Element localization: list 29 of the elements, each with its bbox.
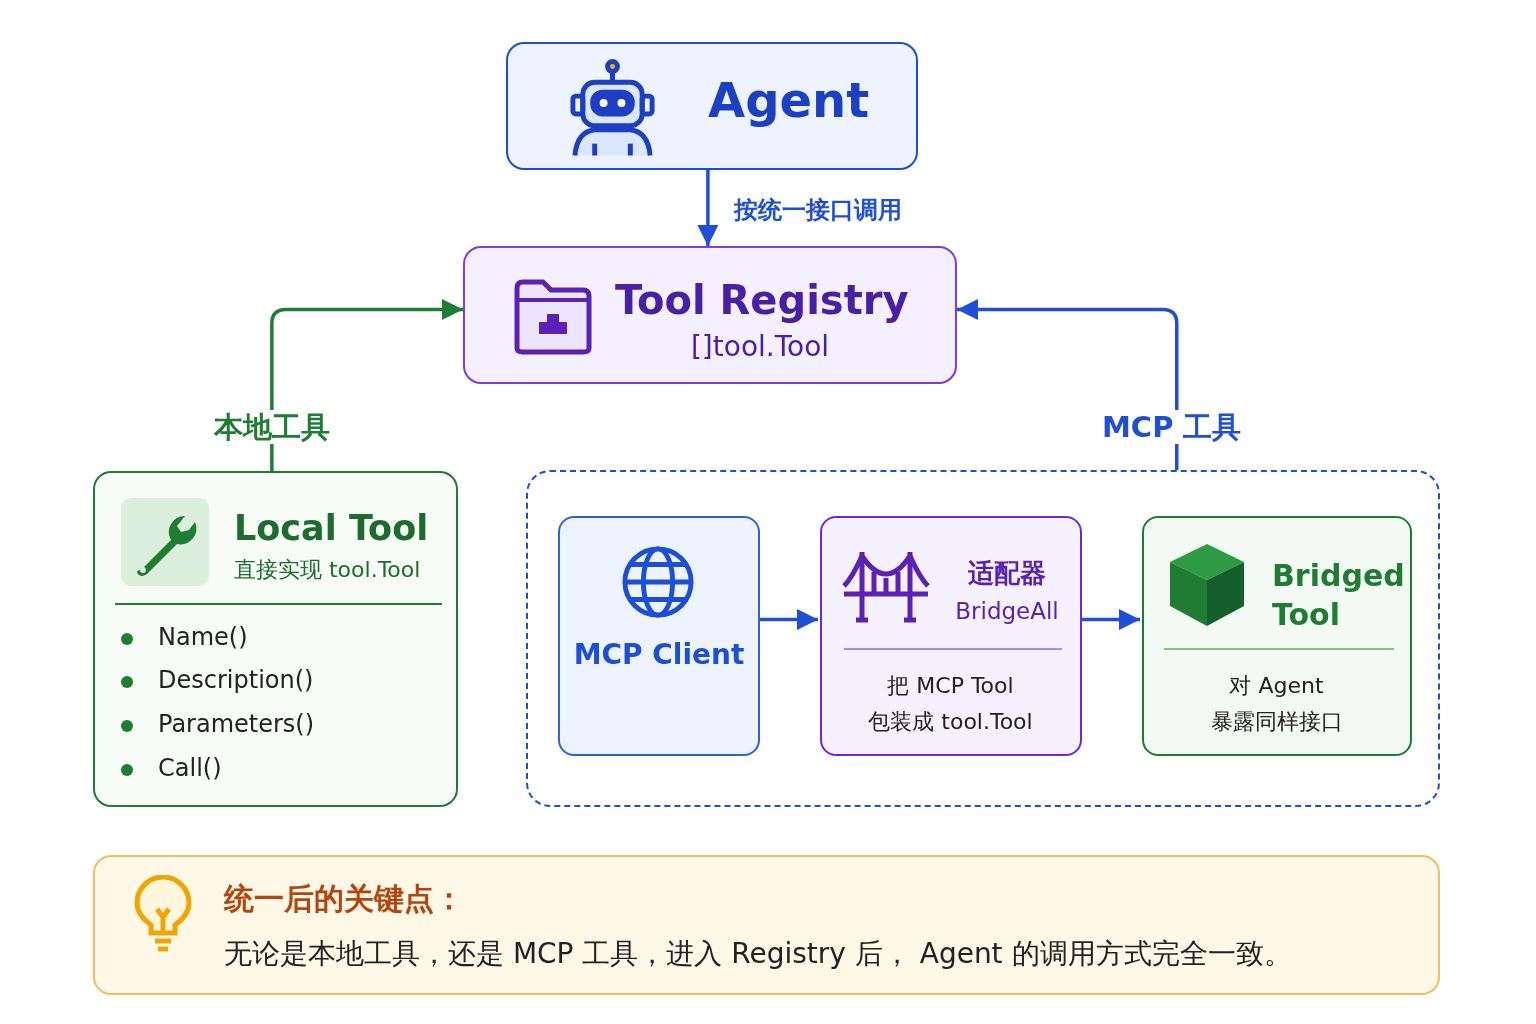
method-name: Name() — [158, 623, 248, 652]
box-subtitle: []tool.Tool — [689, 330, 831, 364]
box-subtitle: BridgeAll — [954, 598, 1060, 626]
tool-card — [1142, 516, 1412, 756]
arrow — [270, 299, 463, 471]
box-title: Local Tool — [234, 507, 429, 549]
body-text: 对 Agent 暴露同样接口 — [1209, 672, 1344, 737]
arrow — [1080, 609, 1140, 631]
adapter-box — [820, 516, 1082, 756]
box-subtitle: 直接实现 tool.Tool — [234, 557, 421, 584]
agent-box — [506, 42, 918, 170]
arrow — [957, 299, 1179, 470]
box-title: MCP Client — [572, 638, 746, 672]
box-title: Agent — [708, 72, 870, 130]
method-name: Description() — [158, 666, 314, 695]
tool-card — [93, 471, 458, 807]
arrow — [697, 170, 719, 246]
box-title: 适配器 — [967, 558, 1047, 590]
note-box — [93, 855, 1440, 995]
method-name: Parameters() — [158, 710, 315, 739]
client-box — [558, 516, 760, 756]
registry-box — [463, 246, 957, 384]
dashed-group-frame — [526, 470, 1440, 807]
arrow — [758, 609, 818, 631]
body-text: 把 MCP Tool 包装成 tool.Tool — [867, 672, 1034, 737]
box-title: Bridged Tool — [1272, 557, 1406, 634]
note-text: 无论是本地工具，还是 MCP 工具，进入 Registry 后， Agent 的调用方式完全一致。 — [224, 937, 1292, 971]
method-name: Call() — [158, 754, 222, 783]
note-title: 统一后的关键点： — [224, 881, 464, 917]
